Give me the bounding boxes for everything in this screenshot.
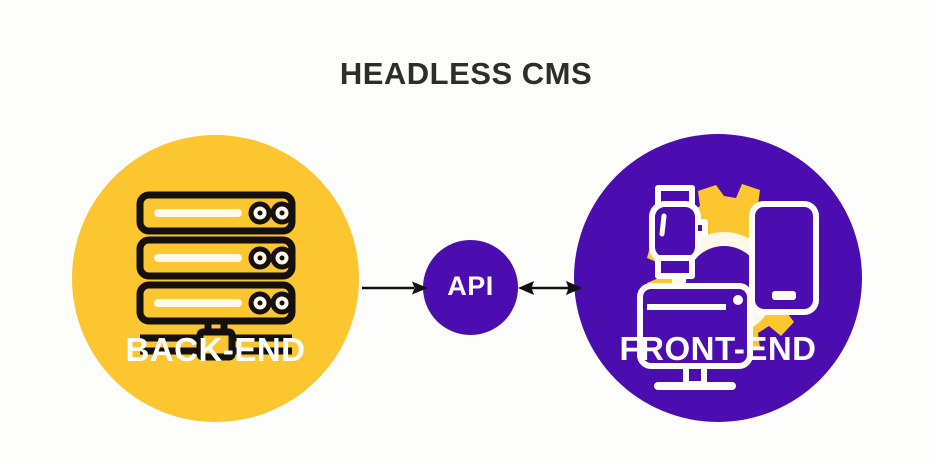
frontend-label: FRONT-END xyxy=(619,330,817,367)
devices-gear-icon xyxy=(637,184,819,390)
api-node[interactable]: API xyxy=(423,240,518,335)
backend-label: BACK-END xyxy=(125,331,306,368)
api-label: API xyxy=(447,271,494,301)
backend-node[interactable]: BACK-END xyxy=(72,135,359,422)
smartwatch-icon xyxy=(649,185,708,279)
frontend-node[interactable]: FRONT-END xyxy=(574,134,862,422)
arrow-backend-to-api xyxy=(362,281,428,295)
server-rack-icon xyxy=(136,191,296,361)
arrow-api-to-frontend xyxy=(518,281,582,295)
page-title: HEADLESS CMS xyxy=(339,56,593,91)
smartphone-icon xyxy=(749,201,819,315)
